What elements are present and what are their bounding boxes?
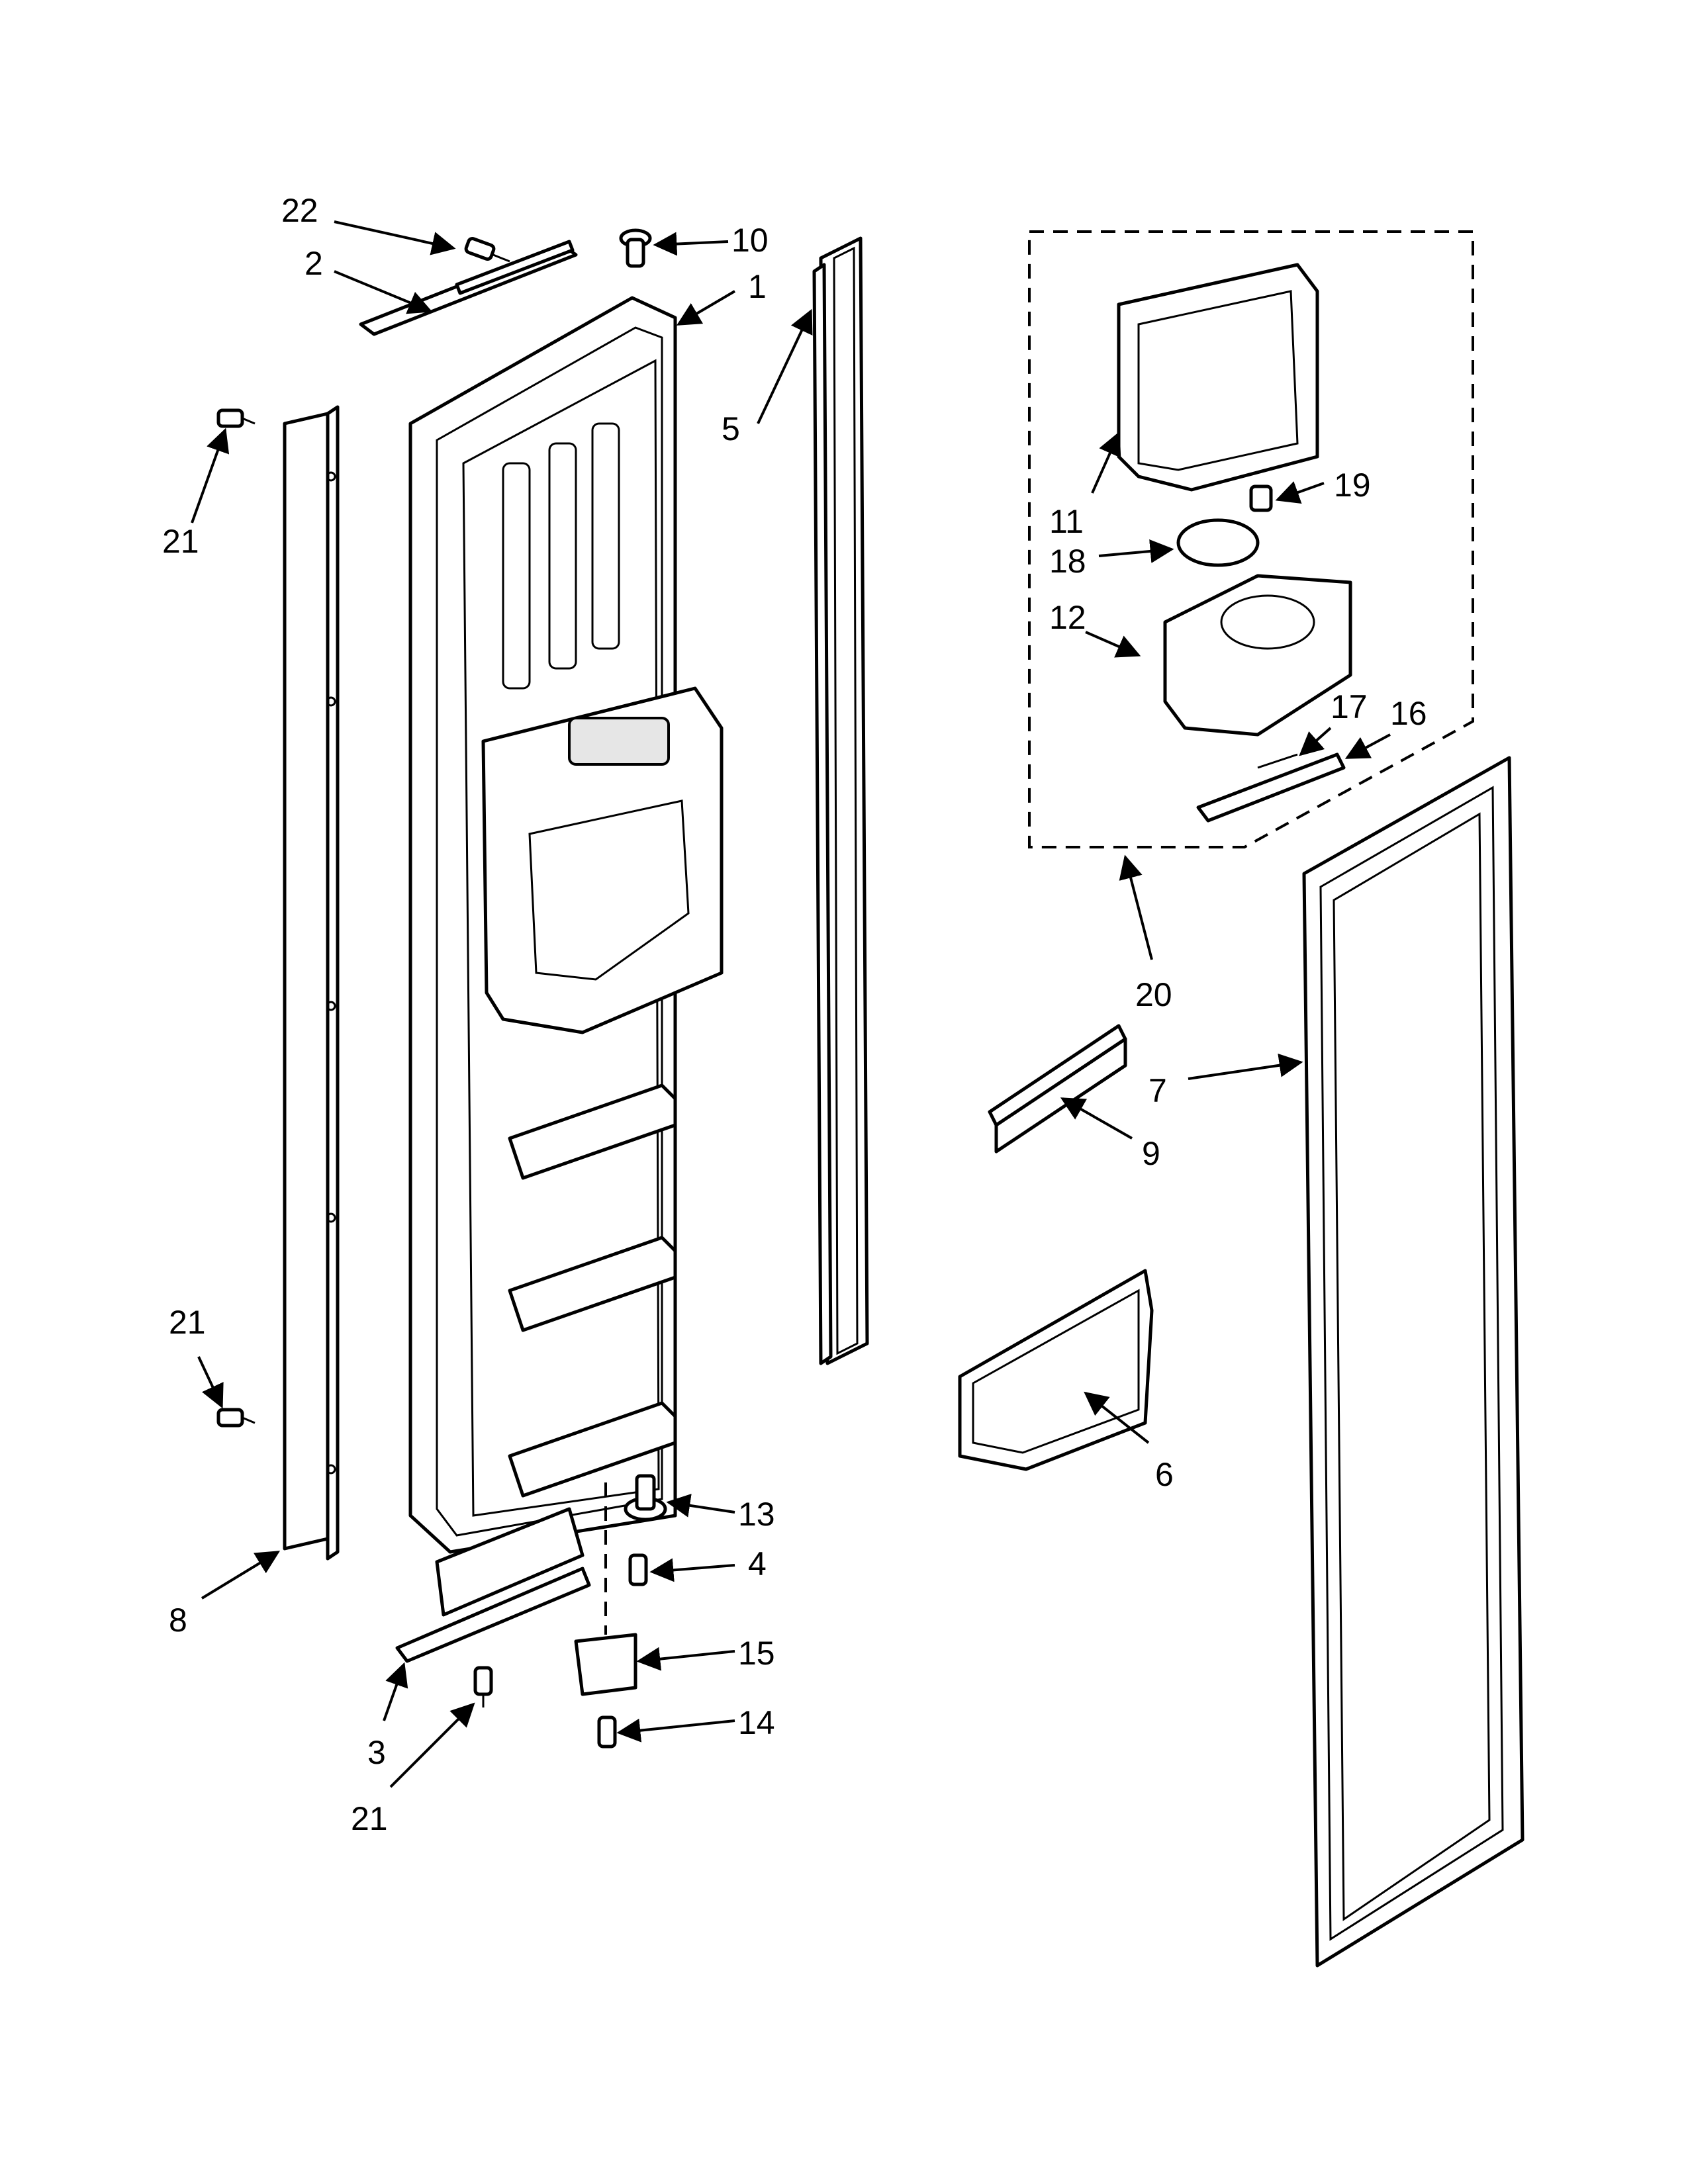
bottom-hinge-bracket <box>395 1507 591 1663</box>
left-hinge-trim <box>283 405 340 1561</box>
callout-15: 15 <box>738 1635 775 1672</box>
callout-13: 13 <box>738 1496 775 1533</box>
callout-3: 3 <box>367 1734 386 1771</box>
gear-disc-18 <box>1176 518 1260 567</box>
plug-10 <box>619 228 652 268</box>
callout-1: 1 <box>748 268 767 305</box>
callout-11: 11 <box>1049 503 1084 540</box>
callout-21-lower: 21 <box>169 1304 206 1341</box>
callout-14: 14 <box>738 1704 775 1741</box>
screw-14 <box>597 1715 617 1749</box>
ice-bucket-11 <box>1117 263 1319 492</box>
callout-12: 12 <box>1049 599 1086 636</box>
door-bin-6 <box>958 1269 1154 1471</box>
hinge-pin-13 <box>624 1474 667 1522</box>
ice-bucket-assembly-box <box>1028 230 1474 848</box>
screw-22 <box>464 237 510 263</box>
auger-housing-12 <box>1163 574 1352 737</box>
callout-21-upper: 21 <box>162 523 199 560</box>
screw-19 <box>1249 484 1273 512</box>
screw-21-lower <box>216 1408 256 1428</box>
callout-5: 5 <box>722 410 740 447</box>
bracket-16 <box>1196 752 1346 823</box>
callout-16: 16 <box>1390 695 1427 732</box>
callout-9: 9 <box>1142 1135 1160 1172</box>
callout-18: 18 <box>1049 543 1086 580</box>
screw-4 <box>628 1553 648 1586</box>
hinge-plate-15 <box>574 1482 637 1696</box>
callout-10: 10 <box>731 222 769 259</box>
screw-21-upper <box>216 408 256 428</box>
refrigerator-door-gasket <box>1302 756 1524 1968</box>
freezer-door <box>408 296 724 1554</box>
callout-8: 8 <box>169 1602 187 1639</box>
rail-9 <box>988 1024 1127 1154</box>
screw-21-bottom <box>473 1666 493 1707</box>
callout-7: 7 <box>1149 1072 1167 1109</box>
callout-17: 17 <box>1331 688 1368 725</box>
spring-17 <box>1257 753 1298 769</box>
door-gasket-strip <box>812 236 869 1365</box>
callout-21-bottom: 21 <box>351 1800 388 1837</box>
callout-4: 4 <box>748 1545 767 1582</box>
callout-19: 19 <box>1334 467 1371 504</box>
callout-20: 20 <box>1135 976 1172 1013</box>
callout-2: 2 <box>305 245 323 282</box>
callout-6: 6 <box>1155 1456 1174 1493</box>
callout-22: 22 <box>281 192 318 229</box>
top-trim-strip <box>359 240 578 336</box>
